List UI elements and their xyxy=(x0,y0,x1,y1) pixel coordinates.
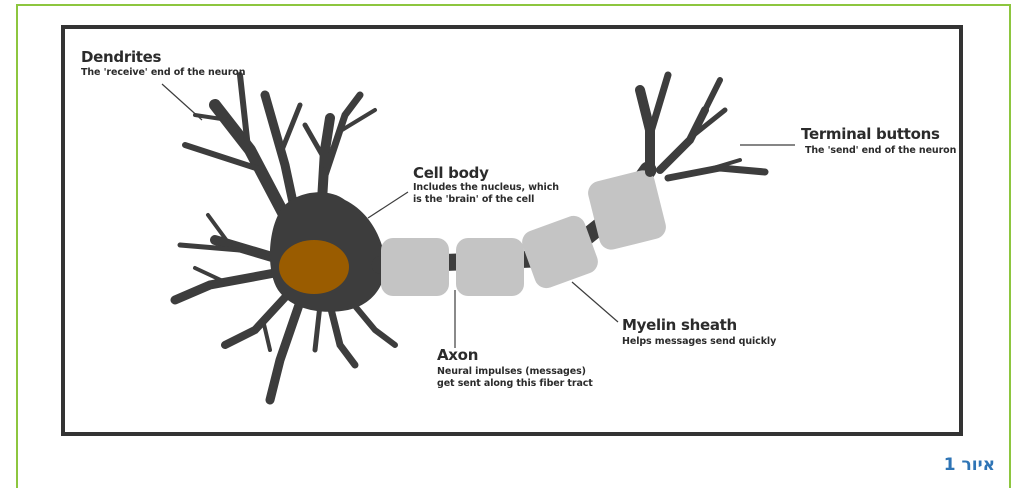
figure-caption: איור 1 xyxy=(944,455,995,475)
axon-description-2: get sent along this fiber tract xyxy=(437,378,593,390)
dendrites-title: Dendrites xyxy=(81,48,161,66)
cell-body-description-1: Includes the nucleus, which xyxy=(413,182,559,194)
axon-description-1: Neural impulses (messages) xyxy=(437,366,586,378)
myelin-sheath-title: Myelin sheath xyxy=(622,316,737,334)
cell-body-title: Cell body xyxy=(413,164,489,182)
terminal-buttons-title: Terminal buttons xyxy=(801,125,940,143)
terminal-branches xyxy=(640,75,765,178)
terminal-buttons-description: The 'send' end of the neuron xyxy=(805,145,956,157)
axon-title: Axon xyxy=(437,346,478,364)
myelin-sheath-description: Helps messages send quickly xyxy=(622,336,776,348)
nucleus xyxy=(279,240,349,294)
dendrites-description: The 'receive' end of the neuron xyxy=(81,67,245,79)
cell-body-description-2: is the 'brain' of the cell xyxy=(413,194,534,206)
